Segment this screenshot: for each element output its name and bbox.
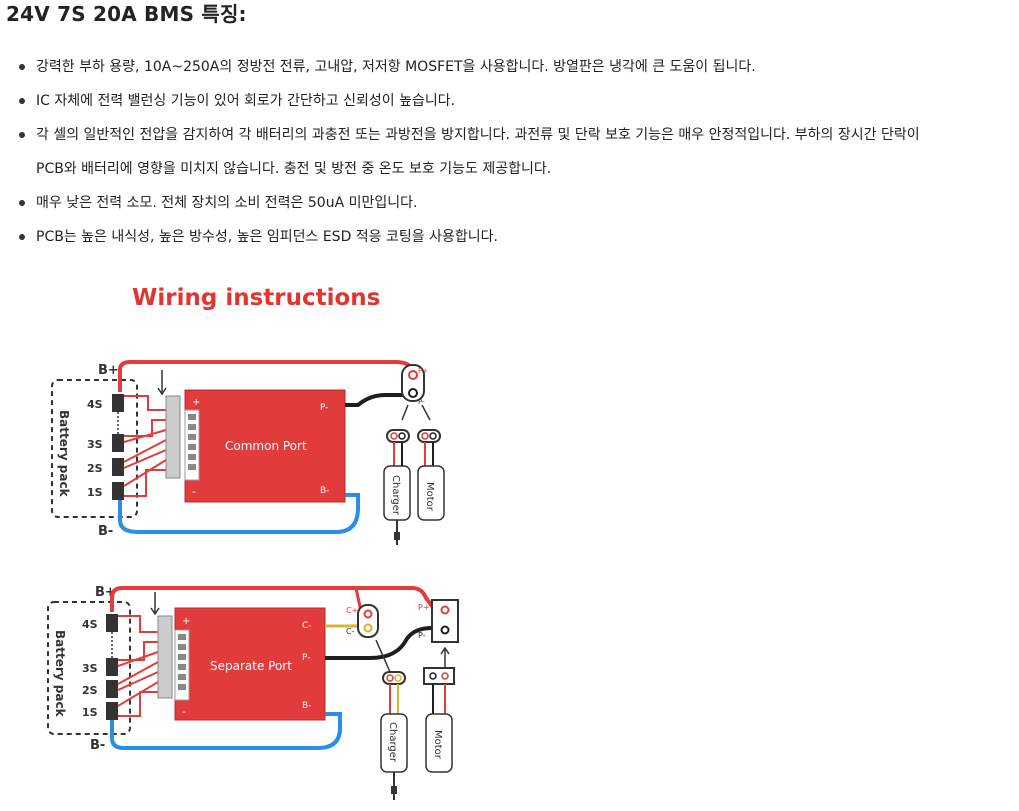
b-minus-label: B-	[90, 738, 105, 753]
cell-label-3s: 3S	[82, 662, 98, 675]
list-item: 강력한 부하 용량, 10A~250A의 정방전 전류, 고내압, 저저항 MO…	[0, 50, 1019, 84]
bullet-icon	[19, 98, 25, 104]
cell-2s	[112, 458, 124, 476]
battery-pack-label: Battery pack	[57, 410, 71, 498]
battery-pack-outline	[47, 601, 131, 735]
charger-label: Charger	[390, 475, 401, 516]
pin-b-minus-label: B-	[320, 486, 329, 496]
cell-2s	[106, 680, 118, 698]
list-item: PCB는 높은 내식성, 높은 방수성, 높은 임피던스 ESD 적응 코팅을 …	[0, 220, 1019, 254]
cell-label-4s: 4S	[87, 398, 103, 411]
cell-label-2s: 2S	[87, 462, 103, 475]
list-item-text: IC 자체에 전력 밸런싱 기능이 있어 회로가 간단하고 신뢰성이 높습니다.	[36, 93, 456, 109]
conn-p-plus-label: P+	[418, 603, 430, 612]
feature-list: 강력한 부하 용량, 10A~250A의 정방전 전류, 고내압, 저저항 MO…	[0, 50, 1019, 254]
bullet-icon	[19, 64, 25, 70]
list-item: 각 셀의 일반적인 전압을 감지하여 각 배터리의 과충전 또는 과방전을 방지…	[0, 118, 1019, 186]
list-item: IC 자체에 전력 밸런싱 기능이 있어 회로가 간단하고 신뢰성이 높습니다.	[0, 84, 1019, 118]
balance-wires	[117, 615, 159, 717]
cell-4s	[106, 614, 118, 632]
wiring-diagram-image: Wiring instructions Battery pack B+ B- 4…	[40, 270, 480, 807]
bms-board	[174, 607, 326, 721]
page-title: 24V 7S 20A BMS 특징:	[6, 2, 247, 26]
charger-label: Charger	[387, 722, 398, 763]
balance-connector	[165, 395, 181, 479]
motor-label: Motor	[432, 730, 443, 760]
list-item-text: 매우 낮은 전력 소모. 전체 장치의 소비 전력은 50uA 미만입니다.	[36, 195, 418, 211]
bullet-icon	[19, 234, 25, 240]
cell-label-1s: 1S	[82, 706, 98, 719]
cell-label-4s: 4S	[82, 618, 98, 631]
balance-connector	[157, 615, 173, 699]
board-plus-label: +	[192, 397, 200, 408]
conn-c-minus-label: C-	[346, 627, 355, 636]
conn-c-plus-label: C+	[346, 606, 358, 615]
p-minus-wire	[325, 626, 444, 660]
conn-p-minus-label: P-	[418, 398, 425, 406]
cell-3s	[106, 658, 118, 676]
common-port-diagram: Battery pack B+ B- 4S 3S 2S 1S	[51, 360, 445, 545]
b-minus-wire	[118, 493, 360, 534]
cell-1s	[106, 702, 118, 720]
board-minus-label: -	[192, 485, 196, 498]
b-plus-label: B+	[98, 363, 119, 378]
conn-p-minus-label: P-	[418, 631, 426, 640]
board-plus-label: +	[182, 616, 190, 627]
motor-label: Motor	[424, 482, 435, 512]
figure-title: Wiring instructions	[132, 285, 380, 311]
cell-3s	[112, 434, 124, 452]
bullet-icon	[19, 200, 25, 206]
list-item-text: 각 셀의 일반적인 전압을 감지하여 각 배터리의 과충전 또는 과방전을 방지…	[36, 127, 920, 143]
list-item-text: 강력한 부하 용량, 10A~250A의 정방전 전류, 고내압, 저저항 MO…	[36, 59, 756, 75]
battery-pack-label: Battery pack	[53, 630, 67, 718]
cell-label-2s: 2S	[82, 684, 98, 697]
b-minus-label: B-	[98, 524, 113, 539]
board-label: Separate Port	[210, 659, 292, 673]
bms-board	[184, 389, 346, 503]
conn-p-plus-label: P+	[418, 367, 428, 375]
board-label: Common Port	[225, 439, 307, 453]
list-item-text: PCB는 높은 내식성, 높은 방수성, 높은 임피던스 ESD 적응 코팅을 …	[36, 229, 498, 245]
cell-label-3s: 3S	[87, 438, 103, 451]
separate-port-diagram: Battery pack B+ B- 4S 3S 2S 1S +	[47, 585, 459, 800]
motor-box	[417, 465, 445, 521]
pin-b-minus-label: B-	[302, 701, 311, 711]
b-plus-wire	[118, 360, 414, 392]
motor-box	[425, 713, 453, 773]
b-minus-wire	[110, 712, 342, 750]
pin-p-minus-label: P-	[302, 653, 310, 663]
charge-connector	[357, 604, 379, 638]
cell-1s	[112, 482, 124, 500]
cell-label-1s: 1S	[87, 486, 103, 499]
battery-pack-outline	[51, 379, 138, 518]
pin-c-minus-label: C-	[302, 621, 312, 631]
output-connector	[401, 364, 425, 402]
bullet-icon	[19, 132, 25, 138]
b-plus-wire	[110, 586, 444, 612]
list-item-text-continued: PCB와 배터리에 영향을 미치지 않습니다. 충전 및 방전 중 온도 보호 …	[36, 161, 552, 177]
balance-wires	[123, 395, 167, 497]
p-minus-wire	[345, 393, 410, 407]
board-minus-label: -	[182, 705, 186, 718]
pin-p-minus-label: P-	[320, 403, 328, 413]
cell-4s	[112, 394, 124, 412]
list-item: 매우 낮은 전력 소모. 전체 장치의 소비 전력은 50uA 미만입니다.	[0, 186, 1019, 220]
